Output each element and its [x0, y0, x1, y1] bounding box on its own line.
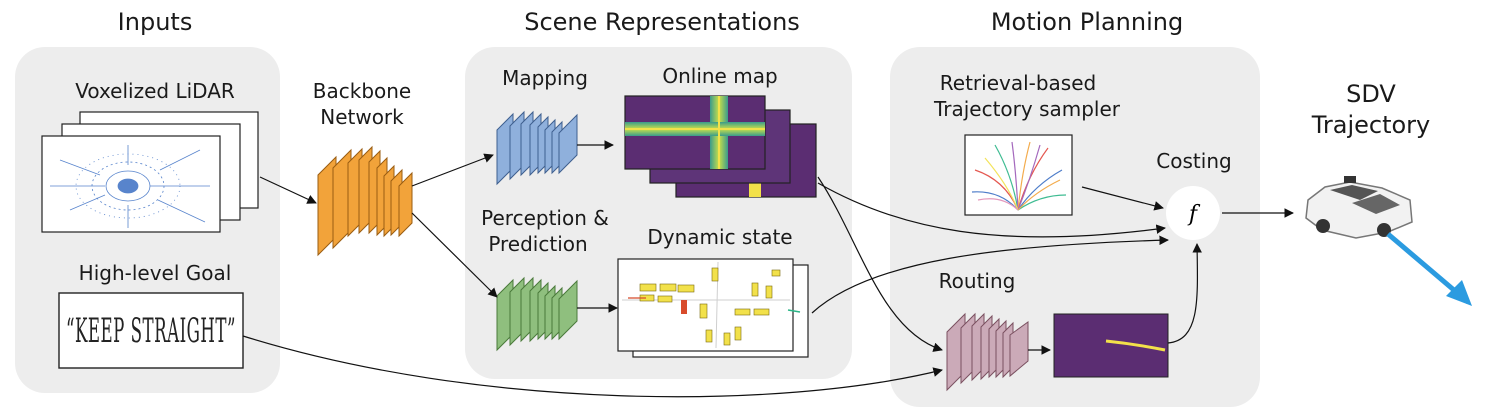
lidar-pointcloud — [50, 145, 210, 228]
lidar-label: Voxelized LiDAR — [75, 79, 235, 103]
backbone-label-2: Network — [320, 105, 404, 129]
arrow-lidar-to-backbone — [259, 176, 317, 204]
scene-title: Scene Representations — [524, 8, 800, 36]
sdv-car-icon — [1305, 176, 1413, 239]
backbone-network-icon — [317, 145, 413, 257]
sampler-label-1: Retrieval-based — [940, 71, 1096, 95]
arrow-goal-to-routing — [242, 335, 943, 398]
goal-text: “KEEP STRAIGHT” — [66, 311, 236, 351]
arrow-state-to-costing — [811, 235, 1169, 314]
sdv-label-2: Trajectory — [1311, 111, 1431, 139]
arrow-map-to-routing — [817, 176, 943, 352]
mapping-network-icon — [496, 110, 578, 186]
inputs-title: Inputs — [118, 8, 193, 36]
arrow-backbone-to-mapping — [411, 153, 494, 187]
arrow-sampler-to-costing — [1081, 186, 1164, 211]
perception-network-icon — [496, 276, 578, 352]
sdv-trajectory-arrowhead — [1446, 280, 1472, 306]
sdv-label-1: SDV — [1346, 80, 1396, 108]
arrow-routemap-to-costing — [1167, 243, 1202, 344]
goal-label: High-level Goal — [79, 261, 232, 285]
backbone-label-1: Backbone — [313, 79, 411, 103]
dynamic-state-stack — [617, 258, 809, 358]
dynamic-state-scene — [622, 261, 801, 349]
routing-network-icon — [946, 312, 1029, 392]
trajectory-fan-icon — [971, 141, 1067, 211]
dynamic-state-label: Dynamic state — [647, 225, 792, 249]
goal-box — [58, 292, 244, 369]
perception-label-2: Prediction — [488, 232, 587, 256]
costing-label: Costing — [1156, 149, 1231, 173]
lidar-stack — [41, 111, 259, 233]
sampler-label-2: Trajectory sampler — [933, 97, 1121, 121]
cost-function-node — [1166, 186, 1220, 240]
planning-title: Motion Planning — [991, 8, 1183, 36]
online-map-label: Online map — [662, 64, 777, 88]
connections — [242, 140, 1294, 398]
route-map — [1053, 313, 1169, 378]
online-map-stack — [624, 95, 817, 198]
routing-label: Routing — [939, 269, 1016, 293]
mapping-label: Mapping — [502, 66, 588, 90]
perception-label-1: Perception & — [481, 206, 609, 230]
arrow-map-to-costing — [817, 182, 1166, 238]
arrow-backbone-to-perception — [411, 212, 498, 298]
